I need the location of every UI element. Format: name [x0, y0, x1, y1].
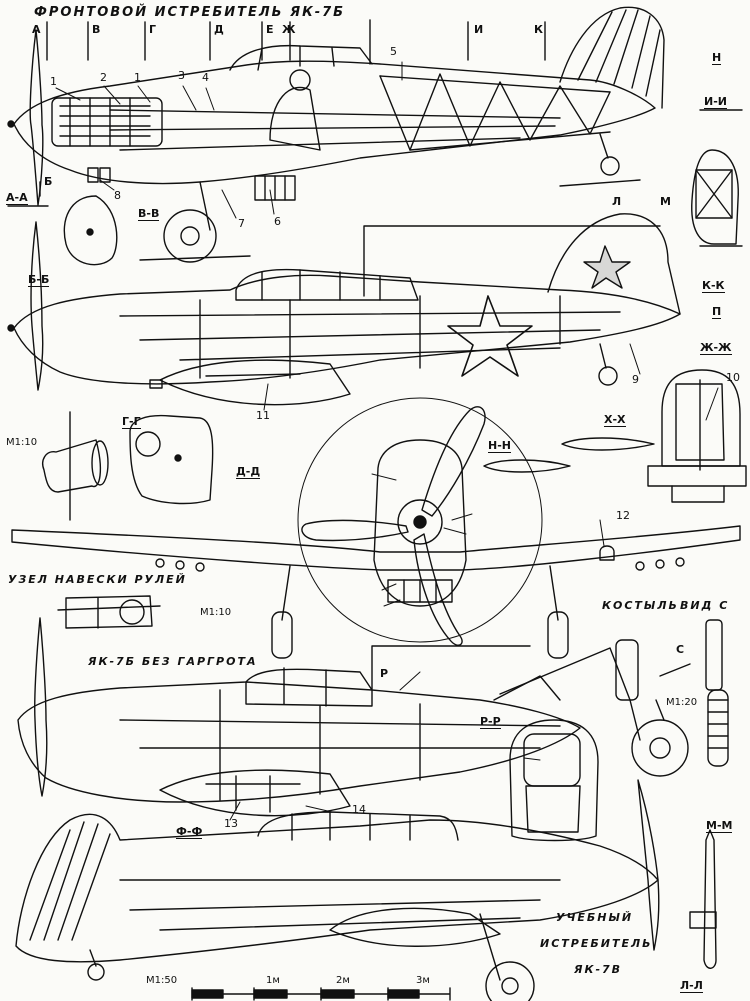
station-letter-n: Н [712, 51, 722, 65]
front-view [11, 397, 741, 659]
station-letter-d: Д [214, 23, 224, 36]
side-view-cutaway [7, 6, 665, 263]
caption-trainer-1: УЧЕБНЫЙ [556, 911, 634, 924]
section-label-zhzh: Ж-Ж [700, 341, 732, 355]
callout-12: 12 [616, 509, 630, 522]
caption-trainer-3: ЯК-7В [574, 963, 623, 976]
section-label-vv: В-В [138, 207, 160, 221]
detail-gun-sections [42, 411, 214, 521]
section-label-dd: Д-Д [236, 465, 261, 479]
station-letter-a: А [32, 23, 41, 36]
station-letter-i: И [474, 23, 484, 36]
callout-5: 5 [390, 45, 397, 58]
scale-bar-1m: 1м [266, 975, 280, 986]
callout-leaders [55, 61, 719, 821]
scale-label-trainer: М1:50 [146, 975, 178, 986]
scale-bar-3m: 3м [416, 975, 430, 986]
section-label-kk: К-К [702, 279, 725, 293]
callout-6: 6 [274, 215, 281, 228]
section-rr [509, 719, 599, 842]
section-label-aa: А-А [6, 191, 28, 205]
scale-bar [191, 987, 451, 1001]
sections-xx-nn-zhzh [483, 369, 747, 503]
callout-2: 2 [100, 71, 107, 84]
side-view-exterior [7, 213, 681, 406]
section-label-gg: Г-Г [122, 415, 141, 429]
section-label-nn: Н-Н [488, 439, 511, 453]
drawing-title: ФРОНТОВОЙ ИСТРЕБИТЕЛЬ ЯК-7Б [34, 5, 346, 20]
scale-label-gun: М1:10 [6, 437, 38, 448]
station-letter-zh: Ж [282, 23, 296, 36]
callout-9: 9 [632, 373, 639, 386]
section-label-rr: Р-Р [480, 715, 501, 729]
callout-4: 4 [202, 71, 209, 84]
side-view-trainer [15, 779, 660, 1001]
callout-8: 8 [114, 189, 121, 202]
side-view-no-gargrot [17, 617, 581, 817]
station-letter-k: К [534, 23, 543, 36]
scale-label-hinge: М1:10 [200, 607, 232, 618]
section-label-xx: Х-Х [604, 413, 626, 427]
station-letter-r: Р [380, 667, 389, 680]
station-letter-m: М [660, 195, 671, 208]
sections-aa-bb [7, 181, 118, 266]
scale-bar-2m: 2м [336, 975, 350, 986]
tailskid-detail [493, 619, 729, 777]
caption-view-c: ВИД С [680, 599, 730, 612]
caption-tailskid: КОСТЫЛЬ [602, 599, 679, 612]
station-letter-p: П [712, 305, 722, 319]
callout-3: 3 [178, 69, 185, 82]
station-letter-g: Г [149, 23, 157, 36]
caption-no-gargrot: ЯК-7Б БЕЗ ГАРГРОТА [88, 655, 258, 668]
section-label-ff: Ф-Ф [176, 825, 203, 839]
callout-11: 11 [256, 409, 270, 422]
station-letter-v: В [92, 23, 101, 36]
section-label-ii: И-И [704, 95, 727, 109]
station-letter-l: Л [612, 195, 622, 208]
scale-label-tailskid: М1:20 [666, 697, 698, 708]
caption-trainer-2: ИСТРЕБИТЕЛЬ [540, 937, 653, 950]
station-letter-b: Б [44, 175, 53, 188]
callout-13: 13 [224, 817, 238, 830]
callout-1b: 1 [134, 71, 141, 84]
callout-14: 14 [352, 803, 366, 816]
section-label-ll: Л-Л [680, 979, 703, 993]
callout-7: 7 [238, 217, 245, 230]
caption-hinge: УЗЕЛ НАВЕСКИ РУЛЕЙ [8, 573, 187, 586]
callout-1a: 1 [50, 75, 57, 88]
section-label-mm: М-М [706, 819, 733, 833]
sections-ii-kk [691, 109, 743, 247]
section-mm-ll [689, 829, 717, 969]
hinge-detail [57, 595, 161, 629]
station-letter-e: Е [266, 23, 274, 36]
section-label-bb: Б-Б [28, 273, 50, 287]
station-letter-s: С [676, 643, 685, 656]
callout-10: 10 [726, 371, 740, 384]
